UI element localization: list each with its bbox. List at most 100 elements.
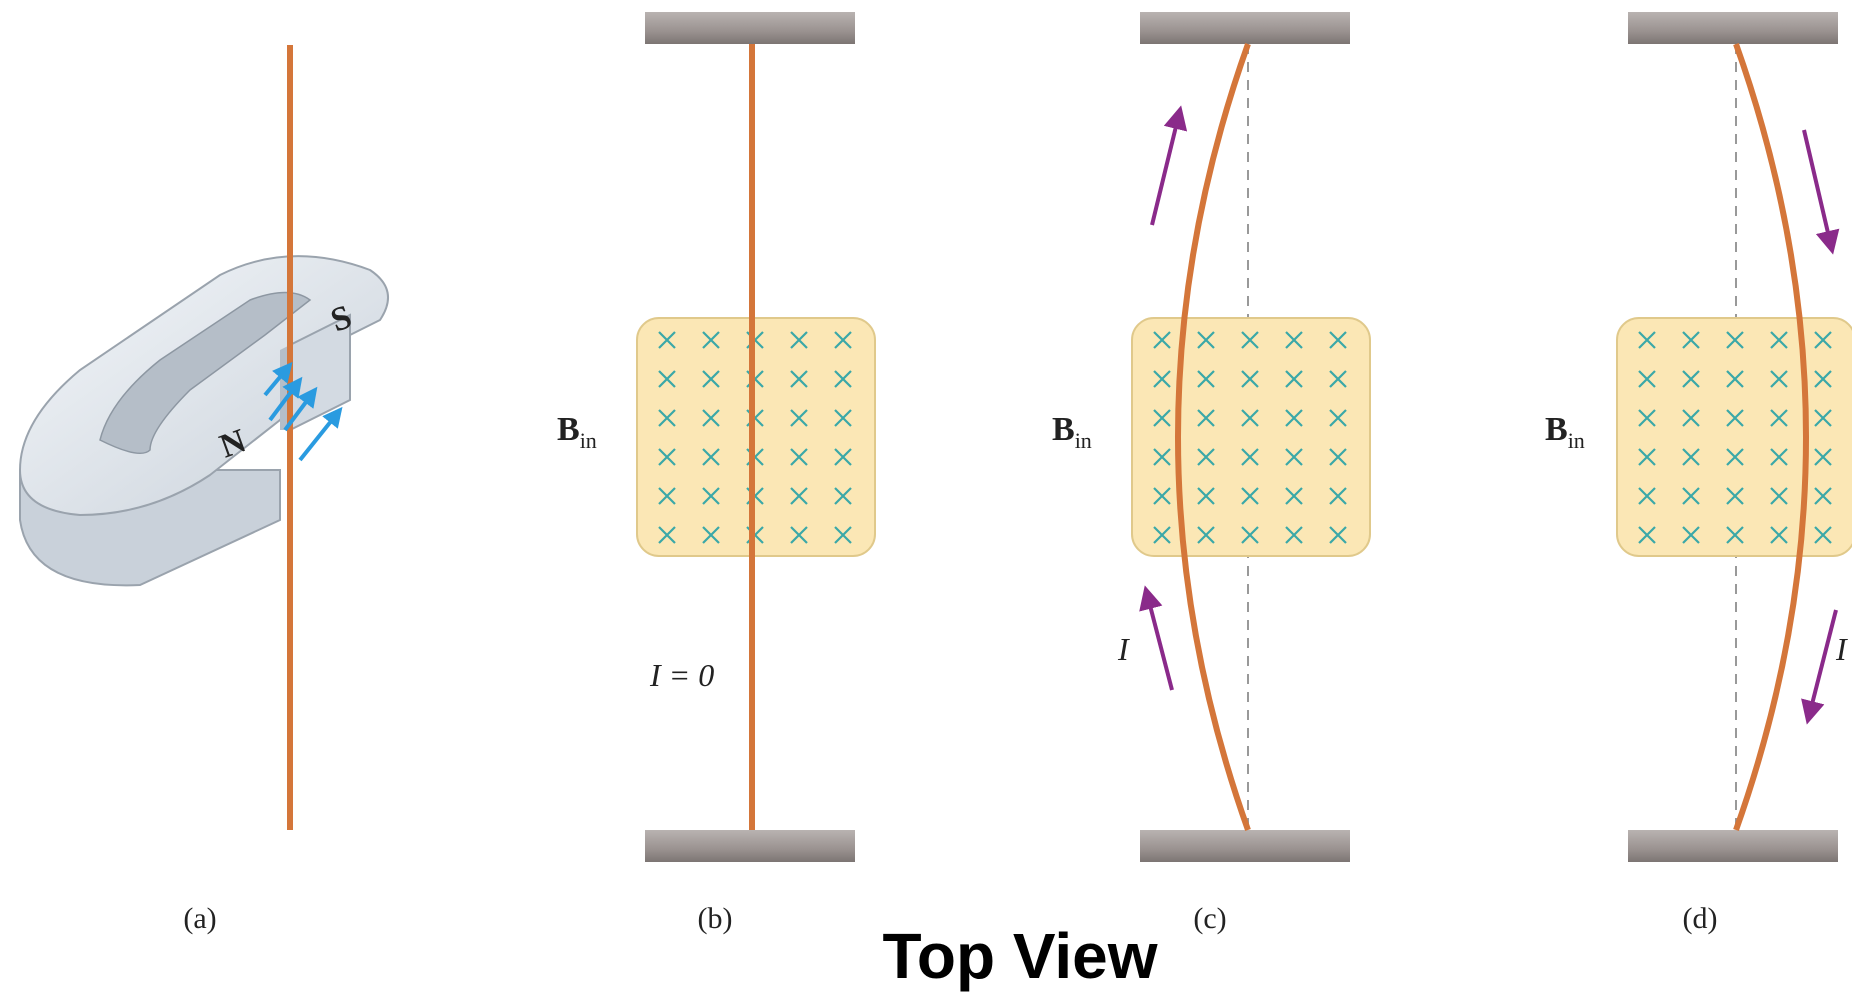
current-arrow-icon-top-d [1802,129,1840,255]
cross-into-page-icon [1770,487,1788,505]
cross-into-page-icon [1770,526,1788,544]
cross-into-page-icon [1241,487,1259,505]
cross-into-page-icon [1329,331,1347,349]
cross-into-page-icon [834,487,852,505]
cross-into-page-icon [1814,331,1832,349]
cross-into-page-icon [790,370,808,388]
cross-into-page-icon [1638,409,1656,427]
cross-into-page-icon [834,331,852,349]
cross-into-page-icon [1682,526,1700,544]
cross-into-page-icon [658,331,676,349]
cross-into-page-icon [1770,409,1788,427]
cross-into-page-icon [1814,526,1832,544]
field-region-d [1616,317,1852,557]
wire-c [1175,42,1251,832]
cross-into-page-icon [1814,448,1832,466]
support-bottom-b [645,830,855,862]
cross-into-page-icon [1241,331,1259,349]
panel-c: Bin I (c) [1052,12,1371,935]
cross-into-page-icon [790,487,808,505]
cross-into-page-icon [790,526,808,544]
current-label-c: I [1117,631,1130,667]
cross-into-page-icon [658,487,676,505]
cross-into-page-icon [1329,526,1347,544]
cross-into-page-icon [1638,487,1656,505]
panel-b-label: (b) [698,902,733,935]
support-bottom-d [1628,830,1838,862]
cross-into-page-icon [1197,370,1215,388]
cross-into-page-icon [1197,409,1215,427]
field-label-c: Bin [1052,411,1092,453]
support-top-c [1140,12,1350,44]
cross-into-page-icon [1682,370,1700,388]
cross-into-page-icon [658,526,676,544]
cross-into-page-icon [1153,370,1171,388]
current-label-b: I = 0 [649,657,714,693]
cross-into-page-icon [1814,487,1832,505]
cross-into-page-icon [702,370,720,388]
cross-into-page-icon [1241,448,1259,466]
cross-into-page-icon [834,526,852,544]
cross-into-page-icon [1285,448,1303,466]
cross-into-page-icon [1153,526,1171,544]
cross-into-page-icon [1153,448,1171,466]
cross-into-page-icon [1197,526,1215,544]
cross-into-page-icon [1770,331,1788,349]
cross-into-page-icon [658,409,676,427]
cross-into-page-icon [1285,370,1303,388]
cross-into-page-icon [1285,331,1303,349]
cross-into-page-icon [1241,409,1259,427]
cross-into-page-icon [1197,331,1215,349]
panel-c-label: (c) [1193,902,1226,935]
cross-into-page-icon [702,409,720,427]
cross-into-page-icon [1285,409,1303,427]
cross-into-page-icon [1197,448,1215,466]
cross-into-page-icon [1726,331,1744,349]
cross-into-page-icon [790,331,808,349]
cross-into-page-icon [1197,487,1215,505]
horseshoe-magnet-icon: S N [18,255,389,587]
cross-into-page-icon [1726,370,1744,388]
cross-into-page-icon [1153,487,1171,505]
cross-into-page-icon [1153,409,1171,427]
support-top-d [1628,12,1838,44]
cross-into-page-icon [1682,448,1700,466]
field-crosses-d [1638,331,1832,544]
cross-into-page-icon [1770,370,1788,388]
cross-into-page-icon [1638,370,1656,388]
cross-into-page-icon [834,448,852,466]
cross-into-page-icon [1682,487,1700,505]
cross-into-page-icon [1329,487,1347,505]
cross-into-page-icon [1726,409,1744,427]
cross-into-page-icon [834,409,852,427]
cross-into-page-icon [1241,370,1259,388]
wire-d [1733,42,1809,832]
cross-into-page-icon [1329,448,1347,466]
field-region-b [636,317,876,557]
cross-into-page-icon [702,331,720,349]
cross-into-page-icon [702,526,720,544]
support-top-b [645,12,855,44]
field-label-d: Bin [1545,411,1585,453]
cross-into-page-icon [702,448,720,466]
cross-into-page-icon [1682,409,1700,427]
field-region-c [1131,317,1371,557]
cross-into-page-icon [1638,331,1656,349]
cross-into-page-icon [658,448,676,466]
cross-into-page-icon [658,370,676,388]
panel-d-label: (d) [1683,902,1718,935]
caption-top-view: Top View [883,920,1158,992]
panel-b: Bin I = 0 (b) [557,12,876,935]
panel-d: Bin I (d) [1545,12,1852,935]
cross-into-page-icon [1814,370,1832,388]
magnet-field-arrows [263,361,343,462]
cross-into-page-icon [1153,331,1171,349]
cross-into-page-icon [834,370,852,388]
cross-into-page-icon [1638,526,1656,544]
field-label-b: Bin [557,411,597,453]
cross-into-page-icon [1285,526,1303,544]
cross-into-page-icon [1814,409,1832,427]
cross-into-page-icon [1329,409,1347,427]
cross-into-page-icon [1726,448,1744,466]
